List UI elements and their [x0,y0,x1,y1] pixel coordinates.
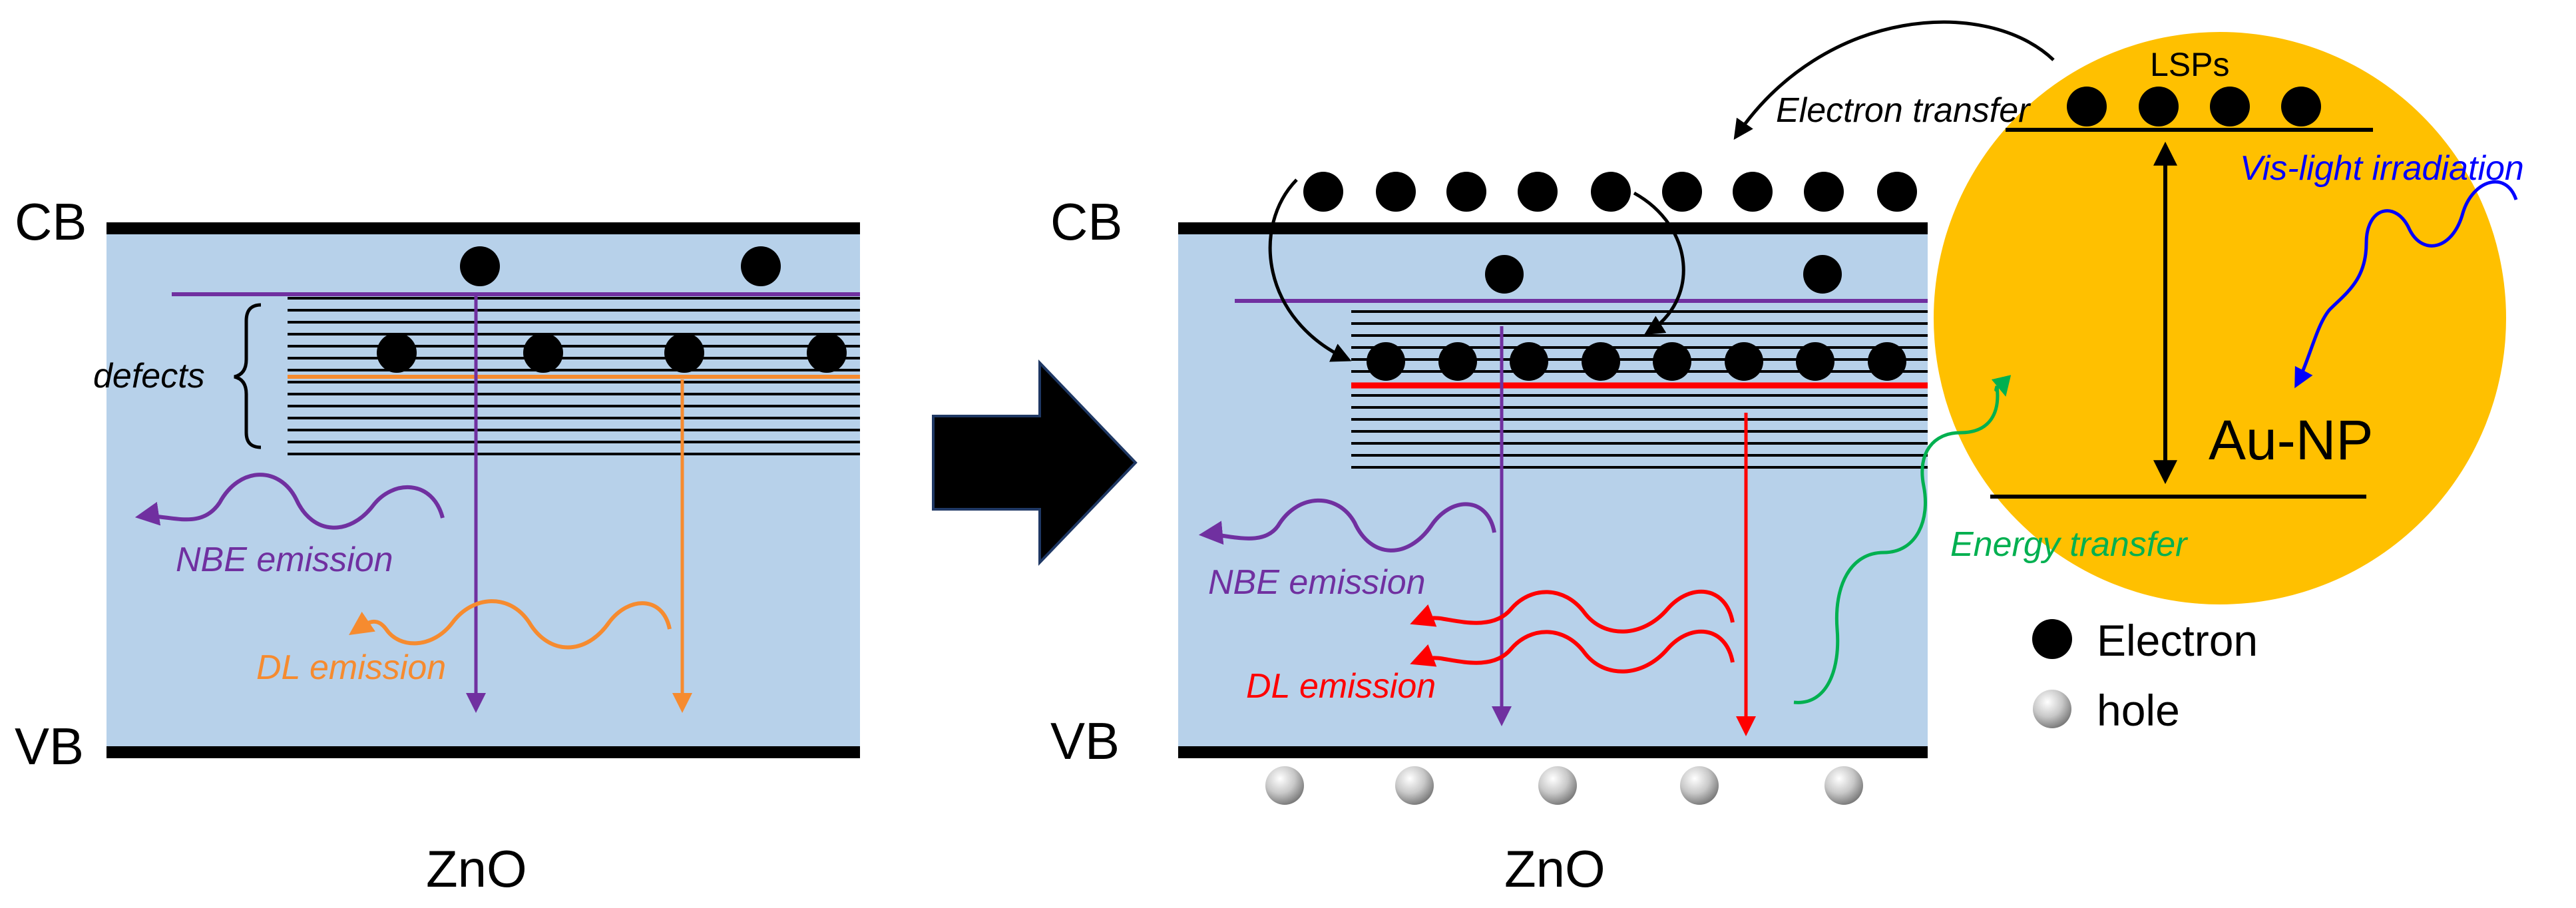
right-material-label: ZnO [1504,839,1606,898]
au-np-sphere [1934,32,2506,604]
left-panel: CB VB defects NBE emission DL emission Z… [15,192,860,898]
defects-label: defects [93,357,205,395]
au-nanoparticle: LSPs Au-NP Electron transfer Vis-light i… [1733,20,2524,704]
right-vb-holes [1265,766,1863,805]
lsps-label: LSPs [2150,46,2230,83]
right-dl-wave-upper [1410,589,1735,634]
electron-dot [460,246,500,286]
right-defect-electrons [1367,342,1906,381]
hole-sphere [1825,766,1863,805]
electron-dot [1662,172,1702,212]
electron-dot [1518,172,1558,212]
left-dl-label: DL emission [256,648,446,687]
hole-sphere [1538,766,1577,805]
electron-dot [1485,255,1524,294]
vis-light-label: Vis-light irradiation [2240,149,2524,188]
left-band-gap [107,228,860,752]
legend-electron-label: Electron [2097,616,2258,665]
electron-dot [1446,172,1486,212]
electron-dot [1582,342,1620,381]
legend-electron-icon [2032,619,2072,659]
electron-dot [1733,172,1773,212]
left-material-label: ZnO [426,839,527,898]
electron-dot [1796,342,1834,381]
right-cb-surface-electrons [1303,172,1917,212]
left-cb-label: CB [15,192,87,251]
electron-dot [807,333,847,373]
left-vb-label: VB [15,717,84,776]
electron-transfer-arrow [1733,20,2055,140]
hole-sphere [1265,766,1304,805]
big-right-arrow [932,359,1138,566]
electron-dot [2067,87,2107,126]
right-relax-arrow-right [1633,191,1685,336]
right-nbe-label: NBE emission [1208,563,1426,602]
electron-dot [1803,255,1842,294]
right-dl-label: DL emission [1246,667,1436,706]
au-np-label: Au-NP [2209,409,2373,471]
right-cb-label: CB [1050,192,1122,251]
electron-dot [741,246,781,286]
right-panel: CB VB NBE emission DL emission ZnO [1050,172,1928,898]
right-band-gap [1178,228,1928,752]
electron-dot [1804,172,1844,212]
right-nbe-wave [1198,498,1496,553]
right-dl-wave-lower [1410,629,1735,674]
electron-dot [1510,342,1548,381]
electron-transfer-label: Electron transfer [1776,91,2032,130]
electron-dot [2281,87,2321,126]
electron-dot [1591,172,1631,212]
electron-dot [1376,172,1416,212]
energy-transfer-label: Energy transfer [1950,525,2189,564]
electron-dot [1725,342,1763,381]
left-defect-levels [288,297,860,455]
electron-dot [1877,172,1917,212]
electron-dot [2139,87,2179,126]
lsp-electrons [2067,87,2321,126]
electron-dot [1303,172,1343,212]
right-vb-label: VB [1050,712,1120,770]
electron-dot [377,333,417,373]
hole-sphere [1395,766,1434,805]
energy-transfer-wave [1793,375,2012,704]
right-relax-arrow-left [1268,178,1352,362]
legend-hole-icon [2033,690,2071,728]
electron-dot [1367,342,1405,381]
electron-dot [523,333,563,373]
left-electrons [377,246,847,373]
left-dl-wave [349,599,672,650]
left-nbe-wave [134,473,445,530]
electron-dot [1438,342,1477,381]
legend-hole-label: hole [2097,686,2180,735]
defects-brace [234,303,262,449]
electron-dot [664,333,704,373]
right-gap-electrons [1485,255,1842,294]
legend: Electron hole [2032,616,2258,735]
electron-dot [2210,87,2250,126]
electron-dot [1653,342,1691,381]
electron-dot [1868,342,1906,381]
left-nbe-label: NBE emission [176,541,393,579]
vis-light-wave [2294,180,2518,389]
hole-sphere [1680,766,1719,805]
